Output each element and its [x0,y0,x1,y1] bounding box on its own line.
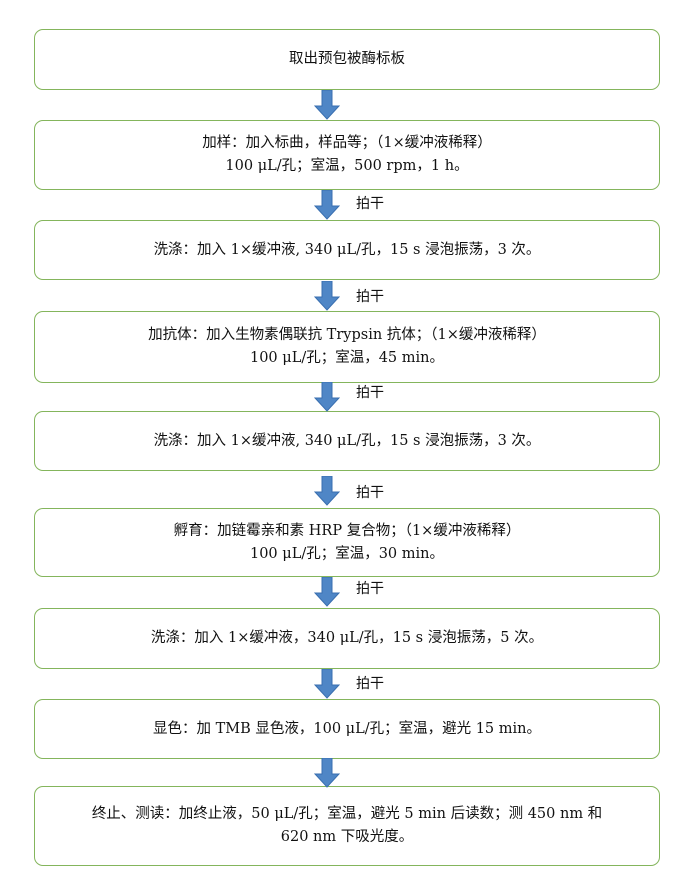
down-arrow-icon [314,476,340,506]
step-box-wash-3: 洗涤：加入 1×缓冲液，340 μL/孔，15 s 浸泡振荡，5 次。 [34,608,660,669]
connector-label-pat-dry: 拍干 [356,581,384,597]
down-arrow-icon [314,281,340,311]
connector-label-pat-dry: 拍干 [356,676,384,692]
step-box-wash-2: 洗涤：加入 1×缓冲液, 340 μL/孔，15 s 浸泡振荡，3 次。 [34,411,660,471]
down-arrow-icon [314,190,340,220]
step-box-incubate: 孵育：加链霉亲和素 HRP 复合物；（1×缓冲液稀释） 100 μL/孔；室温，… [34,508,660,577]
connector-label-pat-dry: 拍干 [356,385,384,401]
connector-label-pat-dry: 拍干 [356,485,384,501]
step-text: 100 μL/孔；室温，500 rpm，1 h。 [225,158,469,174]
step-box-add-sample: 加样：加入标曲，样品等；（1×缓冲液稀释） 100 μL/孔；室温，500 rp… [34,120,660,190]
step-box-wash-1: 洗涤：加入 1×缓冲液, 340 μL/孔，15 s 浸泡振荡，3 次。 [34,220,660,280]
down-arrow-icon [314,669,340,699]
connector-label-pat-dry: 拍干 [356,289,384,305]
step-text: 洗涤：加入 1×缓冲液, 340 μL/孔，15 s 浸泡振荡，3 次。 [153,241,541,258]
down-arrow-icon [314,758,340,788]
step-text: 100 μL/孔；室温，45 min。 [249,350,444,366]
step-text: 洗涤：加入 1×缓冲液，340 μL/孔，15 s 浸泡振荡，5 次。 [150,630,544,646]
connector-label-pat-dry: 拍干 [356,196,384,212]
down-arrow-icon [314,577,340,607]
step-box-take-plate: 取出预包被酶标板 [34,29,660,90]
step-text: 加抗体：加入生物素偶联抗 Trypsin 抗体；（1×缓冲液稀释） [148,327,546,343]
step-text: 洗涤：加入 1×缓冲液, 340 μL/孔，15 s 浸泡振荡，3 次。 [153,432,541,449]
down-arrow-icon [314,382,340,412]
step-text: 加样：加入标曲，样品等；（1×缓冲液稀释） [202,135,492,151]
step-text: 终止、测读：加终止液，50 μL/孔；室温，避光 5 min 后读数；测 450… [91,806,603,822]
down-arrow-icon [314,90,340,120]
step-box-add-antibody: 加抗体：加入生物素偶联抗 Trypsin 抗体；（1×缓冲液稀释） 100 μL… [34,311,660,383]
step-box-color-develop: 显色：加 TMB 显色液，100 μL/孔；室温，避光 15 min。 [34,699,660,759]
step-text: 100 μL/孔；室温，30 min。 [249,545,444,562]
step-text: 显色：加 TMB 显色液，100 μL/孔；室温，避光 15 min。 [152,720,541,737]
step-text: 620 nm 下吸光度。 [280,829,414,845]
step-text: 取出预包被酶标板 [289,51,405,67]
step-text: 孵育：加链霉亲和素 HRP 复合物；（1×缓冲液稀释） [173,522,521,539]
step-box-stop-read: 终止、测读：加终止液，50 μL/孔；室温，避光 5 min 后读数；测 450… [34,786,660,866]
